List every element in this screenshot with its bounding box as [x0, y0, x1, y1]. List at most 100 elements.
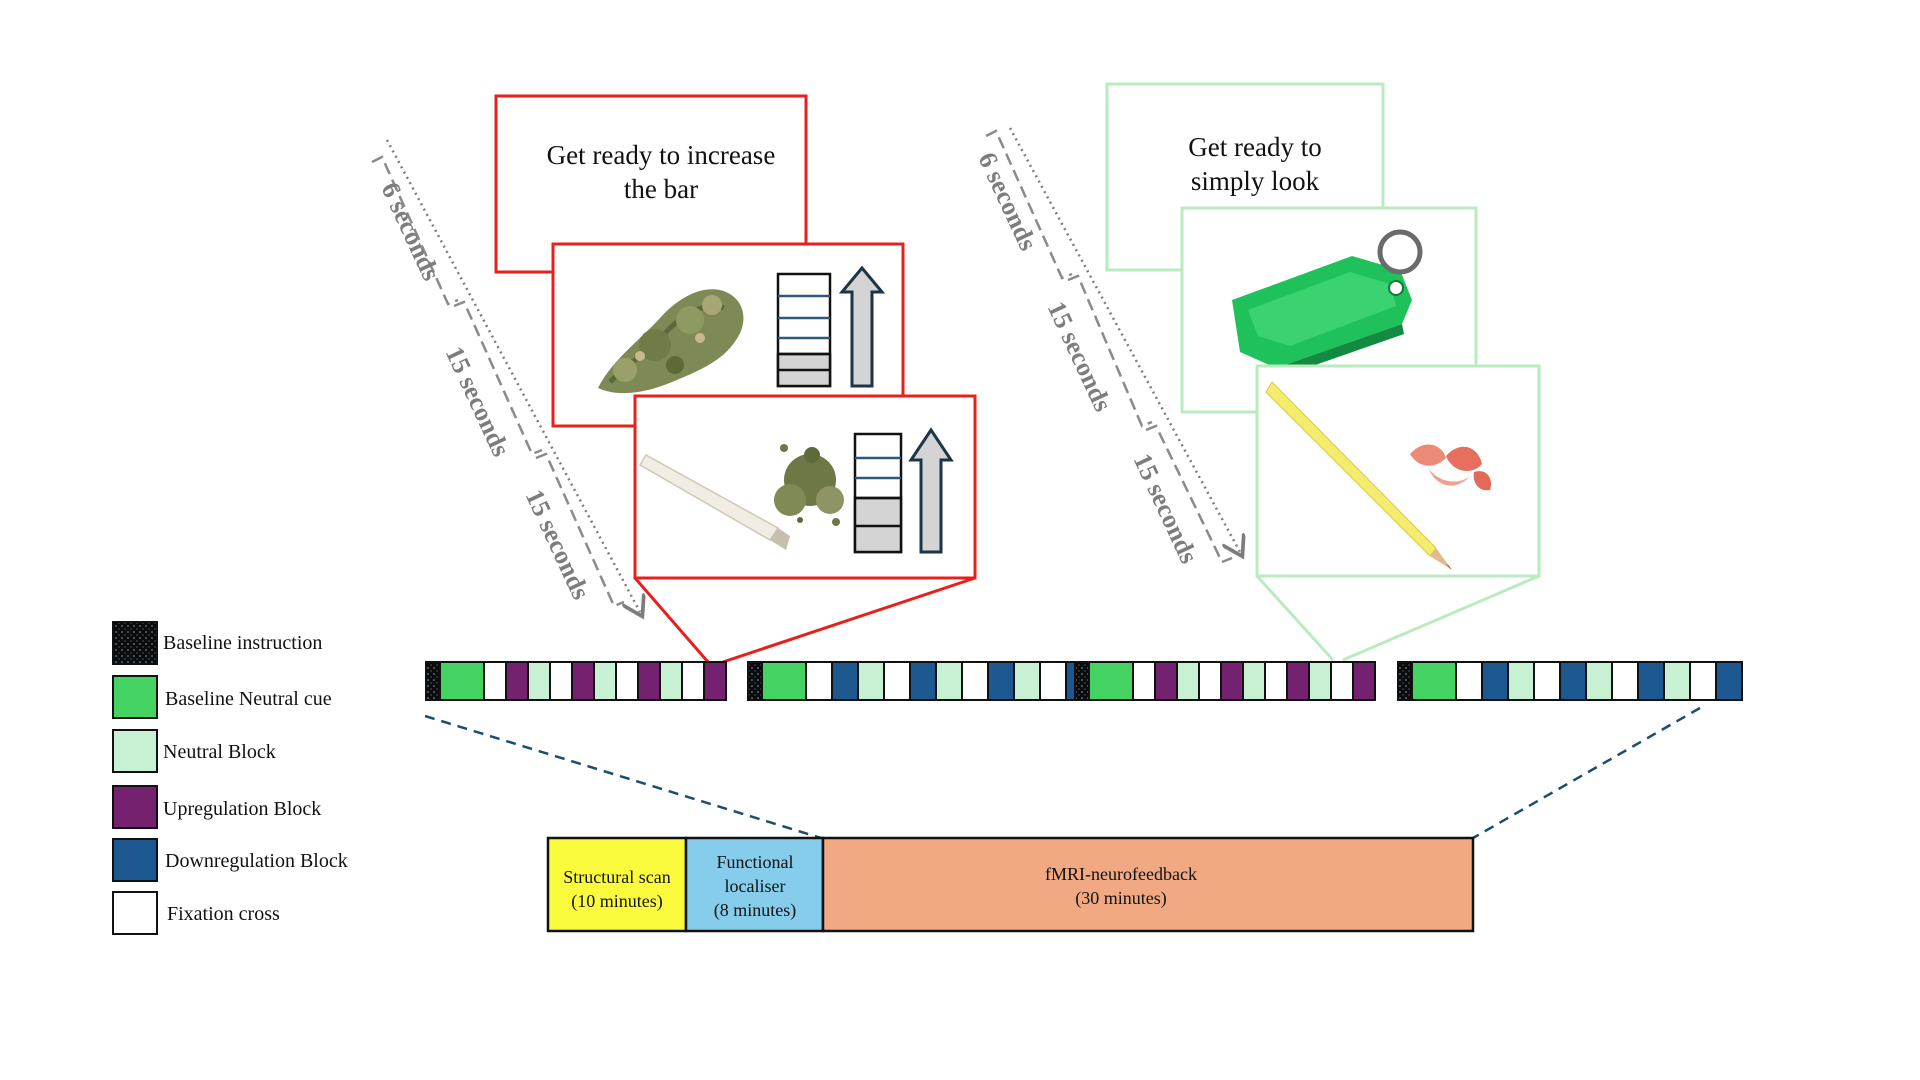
upregulation-block: [637, 661, 661, 701]
increase-arrow-icon: [838, 265, 886, 388]
structural-label: Structural scan: [563, 867, 670, 887]
upregulation-block: [1154, 661, 1178, 701]
neurofeedback-duration: (30 minutes): [1075, 888, 1167, 909]
neutral-block: [593, 661, 617, 701]
legend-label: Baseline instruction: [163, 632, 322, 654]
legend-label: Upregulation Block: [163, 798, 321, 820]
fixation-cross-block: [549, 661, 573, 701]
run-sequence-1: [425, 661, 727, 701]
increase-arrow-icon: [908, 427, 954, 554]
baseline-neutral-cue-block: [761, 661, 807, 701]
run-sequence-4: [1397, 661, 1743, 701]
upregulation-trial: 6 seconds 15 seconds 15 seconds Get read…: [371, 94, 977, 664]
interval-bracket-15s-a: [1067, 274, 1153, 428]
pencil-and-shavings-image: [1265, 381, 1492, 570]
upregulation-block: [1220, 661, 1244, 701]
fixation-cross-block: [1198, 661, 1222, 701]
legend: Baseline instruction Baseline Neutral cu…: [112, 621, 348, 935]
legend-item-downregulation-block: Downregulation Block: [112, 838, 348, 882]
localiser-label-1: Functional: [717, 852, 794, 872]
neutral-block: [857, 661, 885, 701]
neutral-block: [1507, 661, 1535, 701]
feedback-bar-1: [776, 272, 832, 388]
fixation-cross-block: [883, 661, 911, 701]
neutral-cue-card-2: [1255, 364, 1541, 578]
instruction-line-1: Get ready to: [1188, 132, 1321, 162]
timeline-label-15s-first: 15 seconds: [440, 342, 516, 461]
baseline-neutral-cue-block: [1411, 661, 1457, 701]
instruction-line-1: Get ready to increase: [547, 140, 776, 170]
fixation-cross-block: [1533, 661, 1561, 701]
upregulation-block: [1352, 661, 1376, 701]
run-sequence-3: [1074, 661, 1376, 701]
fixation-cross-block: [961, 661, 989, 701]
run-sequences: [425, 661, 1743, 701]
legend-label: Neutral Block: [163, 741, 276, 763]
legend-label: Baseline Neutral cue: [165, 688, 332, 710]
legend-swatch: [112, 785, 158, 829]
downregulation-block: [831, 661, 859, 701]
legend-item-baseline-instruction: Baseline instruction: [112, 621, 322, 665]
feedback-bar-2: [853, 432, 903, 554]
baseline-instruction-block: [425, 661, 441, 701]
legend-label: Downregulation Block: [165, 850, 348, 872]
localiser-duration: (8 minutes): [714, 900, 797, 921]
fixation-cross-block: [615, 661, 639, 701]
upregulation-block: [703, 661, 727, 701]
neutral-block: [659, 661, 683, 701]
interval-bracket-15s-b: [535, 452, 625, 608]
fixation-cross-block: [1039, 661, 1067, 701]
session-timeline: Structural scan (10 minutes) Functional …: [546, 836, 1475, 933]
downregulation-block: [1715, 661, 1743, 701]
legend-swatch: [112, 838, 158, 882]
connector-left: [424, 714, 822, 840]
neutral-trial: 6 seconds 15 seconds 15 seconds Get read…: [972, 82, 1541, 662]
upregulation-cue-card-2: [633, 394, 977, 580]
timeline-label-15s-second: 15 seconds: [1128, 449, 1204, 568]
downregulation-block: [909, 661, 937, 701]
legend-item-neutral-block: Neutral Block: [112, 729, 276, 773]
upregulation-zoom-lines: [633, 576, 976, 664]
fixation-cross-block: [1264, 661, 1288, 701]
legend-swatch: [112, 891, 158, 935]
instruction-line-2: the bar: [624, 174, 698, 204]
legend-item-fixation-cross: Fixation cross: [112, 891, 280, 935]
interval-bracket-6s: [985, 129, 1073, 280]
downregulation-block: [987, 661, 1015, 701]
legend-label: Fixation cross: [167, 903, 280, 925]
neutral-block: [1176, 661, 1200, 701]
fixation-cross-block: [1330, 661, 1354, 701]
neutral-block: [1308, 661, 1332, 701]
baseline-neutral-cue-block: [1088, 661, 1134, 701]
shavings: [1410, 444, 1492, 491]
neutral-block: [1585, 661, 1613, 701]
legend-item-baseline-neutral-cue: Baseline Neutral cue: [112, 675, 332, 719]
joint-and-cannabis-image: [638, 444, 844, 550]
downregulation-block: [1637, 661, 1665, 701]
downregulation-block: [1481, 661, 1509, 701]
functional-localiser-segment: Functional localiser (8 minutes): [684, 836, 825, 933]
structural-duration: (10 minutes): [571, 891, 663, 912]
neutral-block: [527, 661, 551, 701]
instruction-line-2: simply look: [1191, 166, 1320, 196]
fixation-cross-block: [1455, 661, 1483, 701]
neutral-block: [1242, 661, 1266, 701]
cannabis-bud-image: [598, 289, 744, 394]
upregulation-block: [571, 661, 595, 701]
interval-bracket-15s-b: [1145, 424, 1233, 564]
neutral-block: [1663, 661, 1691, 701]
upregulation-block: [505, 661, 529, 701]
baseline-neutral-cue-block: [439, 661, 485, 701]
fixation-cross-block: [483, 661, 507, 701]
localiser-label-2: localiser: [725, 876, 786, 896]
connector-right: [1472, 706, 1701, 840]
fixation-cross-block: [1689, 661, 1717, 701]
structural-scan-segment: Structural scan (10 minutes): [546, 836, 688, 933]
session-connectors: [424, 706, 1701, 840]
baseline-instruction-block: [1397, 661, 1413, 701]
legend-swatch: [112, 621, 158, 665]
fixation-cross-block: [805, 661, 833, 701]
fixation-cross-block: [1132, 661, 1156, 701]
neutral-block: [1013, 661, 1041, 701]
neutral-zoom-lines: [1255, 574, 1540, 662]
